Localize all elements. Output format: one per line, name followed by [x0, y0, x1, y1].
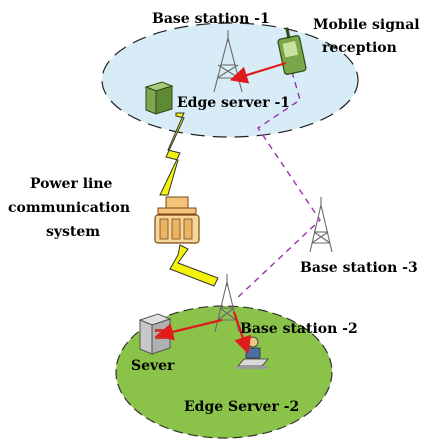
plc-label-line1: Power line [30, 176, 113, 192]
handover-path [234, 39, 321, 301]
plc-label-line3: system [46, 224, 100, 240]
plc-icon [154, 196, 200, 244]
edge-server-1-icon [144, 81, 174, 115]
sever-label: Sever [131, 358, 175, 374]
base-station-2-tower-icon [214, 274, 240, 333]
signal-phone-to-bs1 [229, 61, 287, 84]
base-station-1-label: Base station -1 [152, 11, 270, 27]
plc-label-line2: communication [8, 200, 130, 216]
signal-bs2-to-edge-server-2 [232, 311, 252, 355]
power-line-upper [159, 112, 185, 196]
base-station-2-label: Base station -2 [240, 321, 358, 337]
power-line-lower [169, 244, 219, 287]
cell-1-coverage [101, 22, 359, 138]
mobile-signal-label-line2: reception [322, 40, 397, 56]
edge-server-2-label: Edge Server -2 [184, 399, 299, 415]
mobile-signal-label-line1: Mobile signal [313, 17, 420, 33]
edge-server-1-label: Edge server -1 [177, 95, 290, 111]
base-station-3-label: Base station -3 [300, 260, 418, 276]
mobile-phone-icon [277, 27, 307, 75]
signal-bs2-to-server [155, 318, 223, 341]
base-station-3-tower-icon [309, 197, 333, 253]
